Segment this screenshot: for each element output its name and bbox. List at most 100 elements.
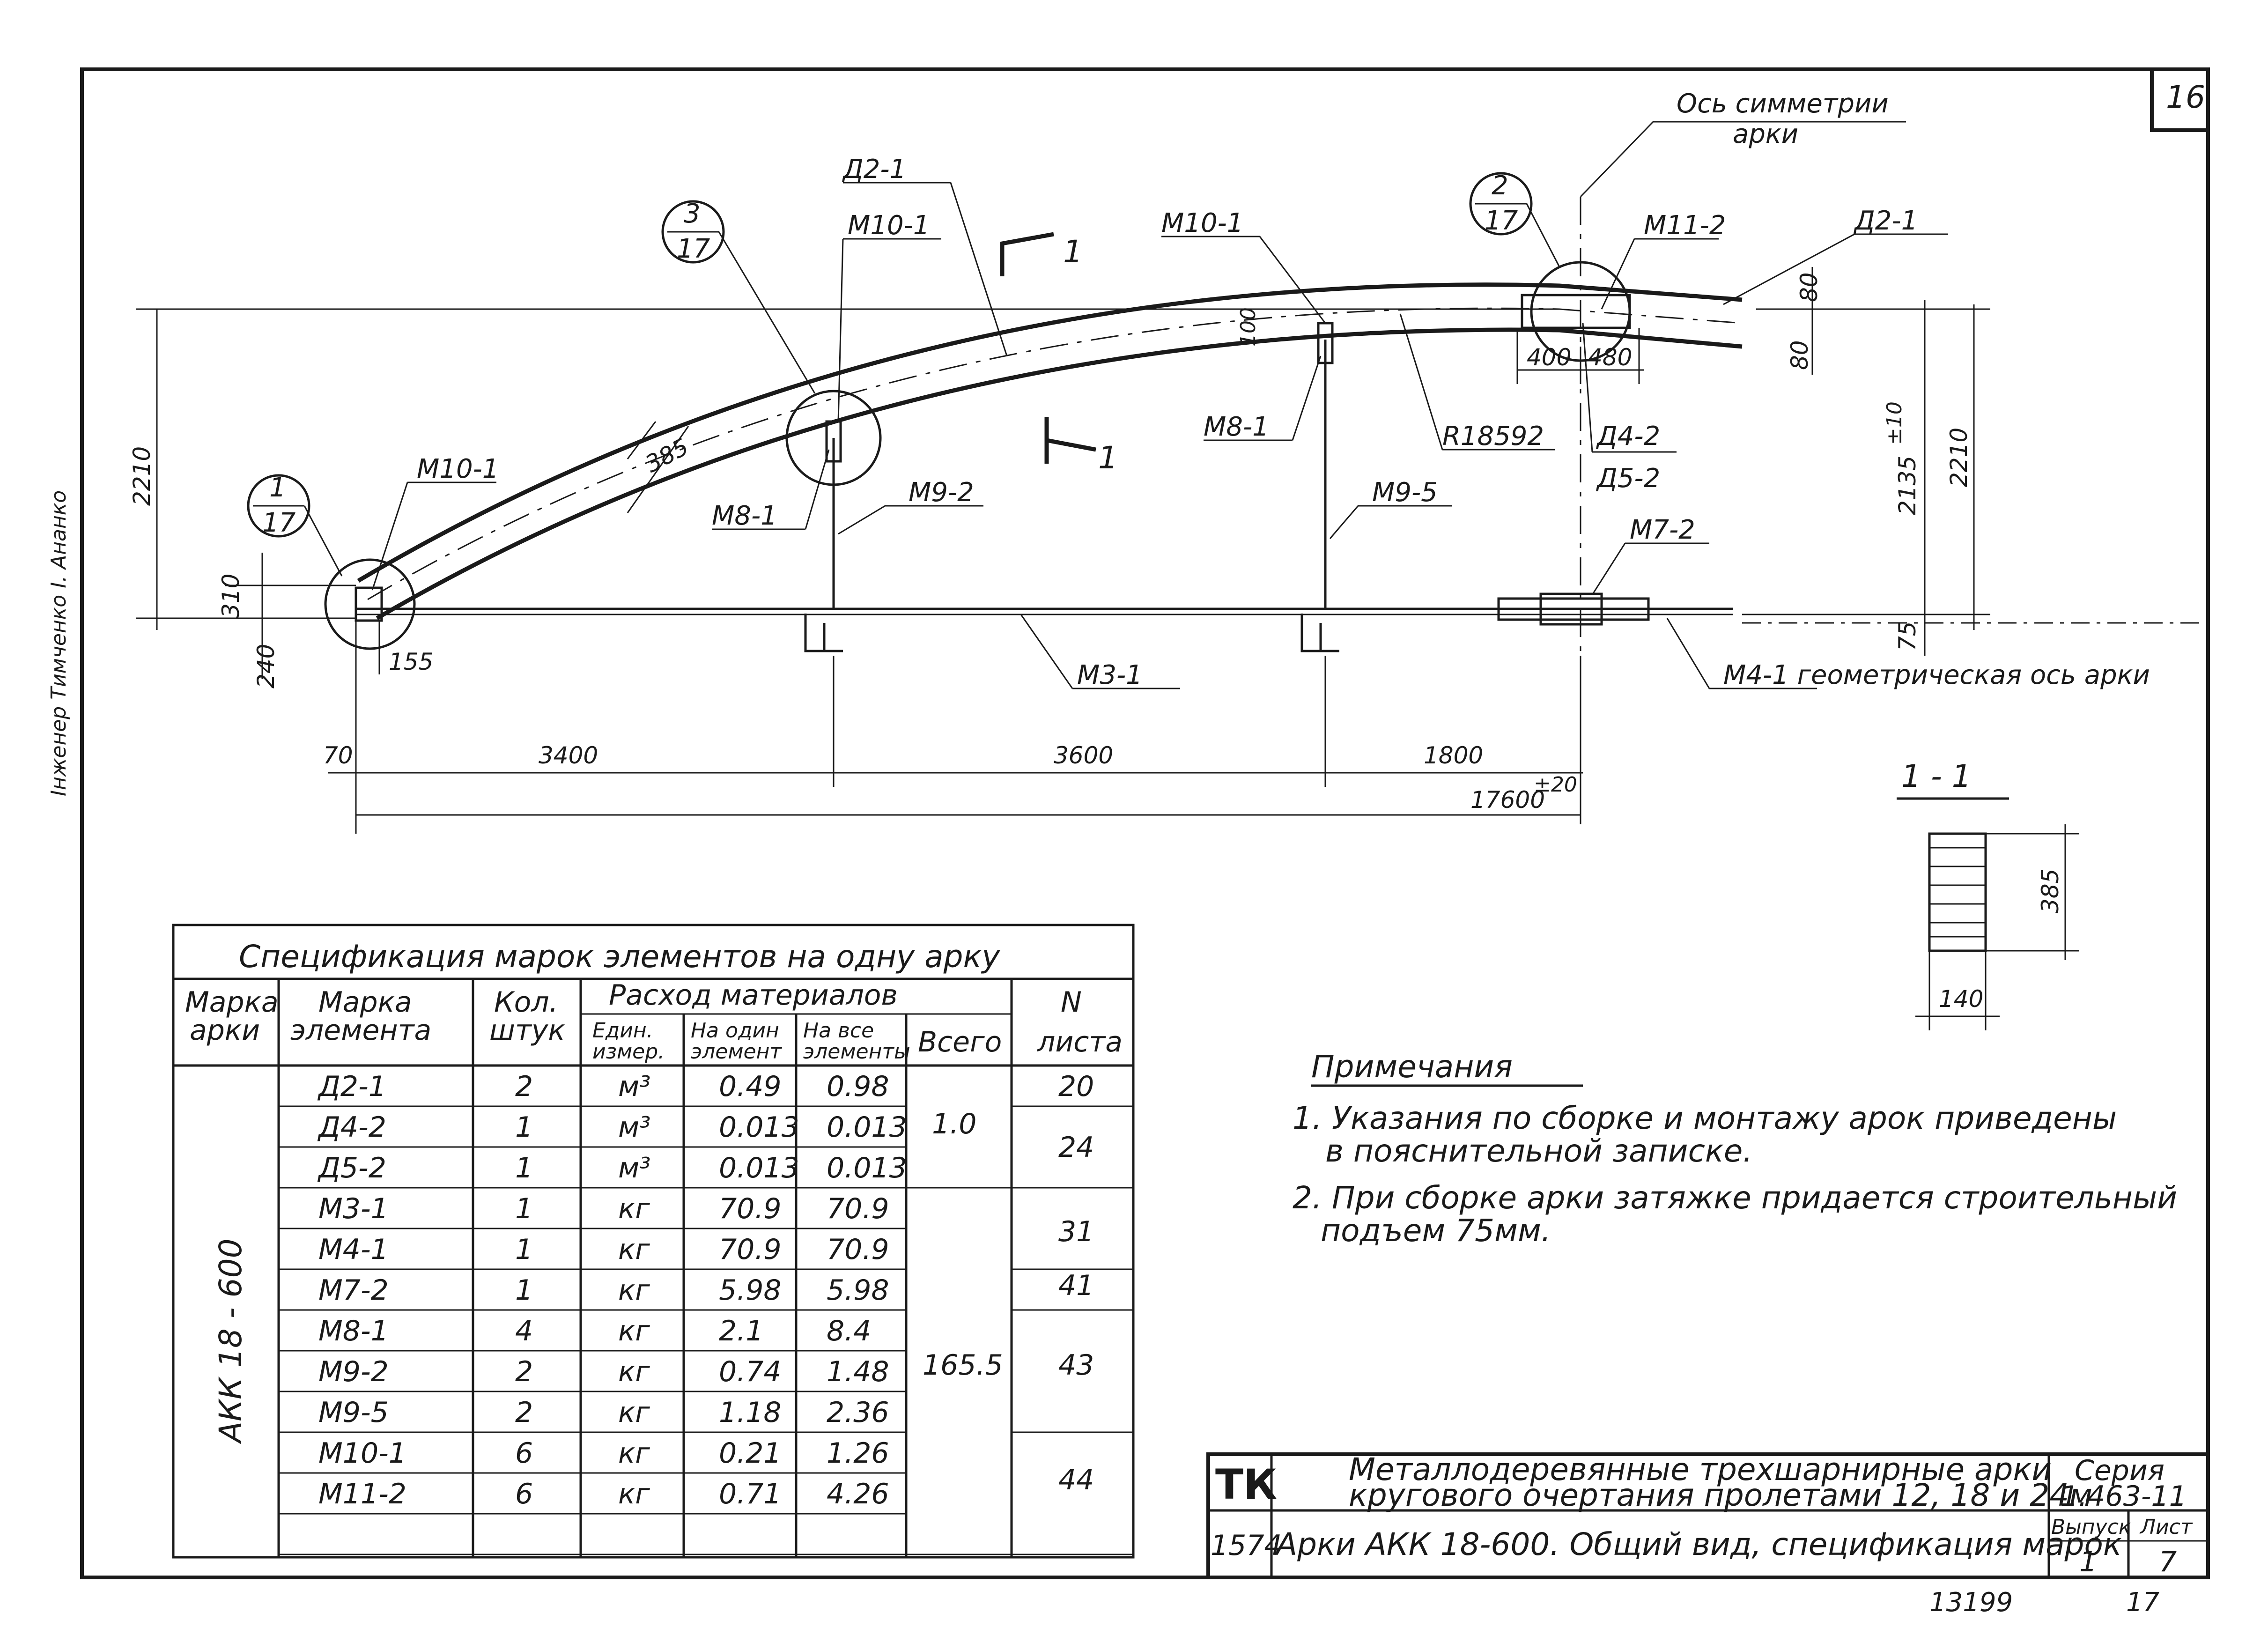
dim-2135-tol: ±10 [1883,401,1906,445]
arch-drawing [324,121,2201,656]
cell-qty: 1 [515,1152,533,1184]
dim-1800: 1800 [1424,742,1483,769]
section-marker-bottom: 1 [1044,417,1118,476]
cell-unit: м³ [618,1111,650,1144]
note-2b: подъем 75мм. [1321,1213,1551,1249]
callout-3: 3 17 [661,199,816,394]
label-m9-2: М9-2 [909,477,974,508]
dimensions: 2210 2210 2135 ±10 75 80 80 400 480 100 … [128,267,1990,834]
note-1b: в пояснительной записке. [1325,1133,1752,1169]
section-height: 385 [2037,869,2064,913]
cell-unit: кг [618,1233,650,1266]
cell-qty: 1 [515,1274,533,1307]
svg-text:листа: листа [1037,1026,1123,1058]
org-code: ТК [1215,1460,1277,1509]
svg-text:арки: арки [190,1014,260,1047]
cell-unit: м³ [618,1070,650,1103]
issue-label: Выпуск [2051,1515,2131,1539]
notes: Примечания 1. Указания по сборке и монта… [1293,1049,2177,1249]
cell-all: 2.36 [827,1396,889,1429]
cell-element: М10-1 [318,1437,406,1470]
series-value: 1.463-11 [2061,1480,2187,1513]
dim-70: 70 [323,742,353,769]
bracket-m8-1-a [825,420,842,463]
svg-text:элемента: элемента [290,1014,431,1047]
callout-3-sheet: 17 [677,234,710,264]
cell-element: М9-5 [318,1396,389,1429]
cell-all: 8.4 [827,1315,871,1347]
svg-text:измер.: измер. [592,1040,665,1064]
svg-text:На один: На один [691,1019,779,1043]
dim-3600: 3600 [1054,742,1113,769]
sheet-no-44: 44 [1058,1464,1094,1496]
callout-1-num: 1 [269,473,286,503]
cell-element: М7-2 [318,1274,389,1307]
svg-text:Марка: Марка [185,986,279,1019]
cell-all: 70.9 [827,1192,889,1225]
ridge-plate [1521,294,1631,329]
dim-100: 100 [1236,307,1260,347]
dim-80-a: 80 [1795,272,1823,302]
section-rect [1928,832,1987,952]
note-2a: 2. При сборке арки затяжке придается стр… [1293,1180,2177,1216]
cell-one: 70.9 [719,1233,782,1266]
sheet-label: Лист [2139,1515,2193,1539]
label-d5-2: Д5-2 [1596,463,1660,494]
cell-qty: 1 [515,1233,533,1266]
sheet-no-31: 31 [1058,1215,1094,1248]
cell-element: М4-1 [318,1233,389,1266]
cell-qty: 6 [515,1478,533,1510]
dim-80-b: 80 [1786,340,1813,370]
dim-240: 240 [252,644,280,688]
cell-qty: 1 [515,1111,533,1144]
dim-17600-tol: ±20 [1534,773,1577,797]
cell-one: 0.013 [719,1152,799,1184]
svg-text:Ось симметрии: Ось симметрии [1677,89,1889,119]
row-lines [279,1105,1133,1555]
cell-one: 0.21 [719,1437,782,1470]
cell-unit: кг [618,1315,650,1347]
page-number: 17 [2126,1587,2160,1618]
cell-unit: кг [618,1274,650,1307]
label-m8-1-a: М8-1 [712,501,777,531]
spec-table: Спецификация марок элементов на одну арк… [172,924,1135,1559]
dim-400: 400 [1527,344,1571,371]
sheet-no-43: 43 [1058,1349,1094,1382]
callout-3-num: 3 [684,199,701,229]
dim-310: 310 [217,574,244,618]
sheet-no-41: 41 [1058,1269,1094,1302]
dim-17600: 17600 [1470,786,1545,814]
cell-all: 1.26 [827,1437,889,1470]
section-width: 140 [1939,985,1983,1013]
cell-unit: кг [618,1396,650,1429]
label-m8-1-b: М8-1 [1204,412,1269,442]
svg-text:Марка: Марка [318,986,412,1019]
cell-unit: м³ [618,1152,650,1184]
cell-unit: кг [618,1478,650,1510]
svg-text:N: N [1061,986,1082,1019]
sheet-frame [80,67,2210,1579]
label-radius: R18592 [1442,421,1544,451]
dim-75: 75 [1894,621,1921,651]
arch-mark: АКК 18 - 600 [213,1238,249,1444]
corner-box [2150,67,2210,132]
cell-unit: кг [618,1192,650,1225]
label-m7-2: М7-2 [1630,515,1695,545]
support-block [355,586,383,622]
label-m10-1-b: М10-1 [848,210,930,241]
cell-all: 5.98 [827,1274,889,1307]
arch-top-outline [357,282,1743,583]
label-m9-5: М9-5 [1372,477,1438,508]
cell-one: 0.49 [719,1070,782,1103]
cell-qty: 6 [515,1437,533,1470]
cell-element: М9-2 [318,1355,389,1388]
callout-2: 2 17 [1469,170,1560,267]
total-wood: 1.0 [932,1108,976,1140]
title-block: ТК Металлодеревянные трехшарнирные арки … [1206,1451,2210,1579]
sheet-corner-number: 16 [2166,79,2205,115]
label-m4-1: М4-1 геометрическая ось арки [1723,660,2150,690]
cell-one: 1.18 [719,1396,782,1429]
series-label: Серия [2075,1454,2165,1487]
